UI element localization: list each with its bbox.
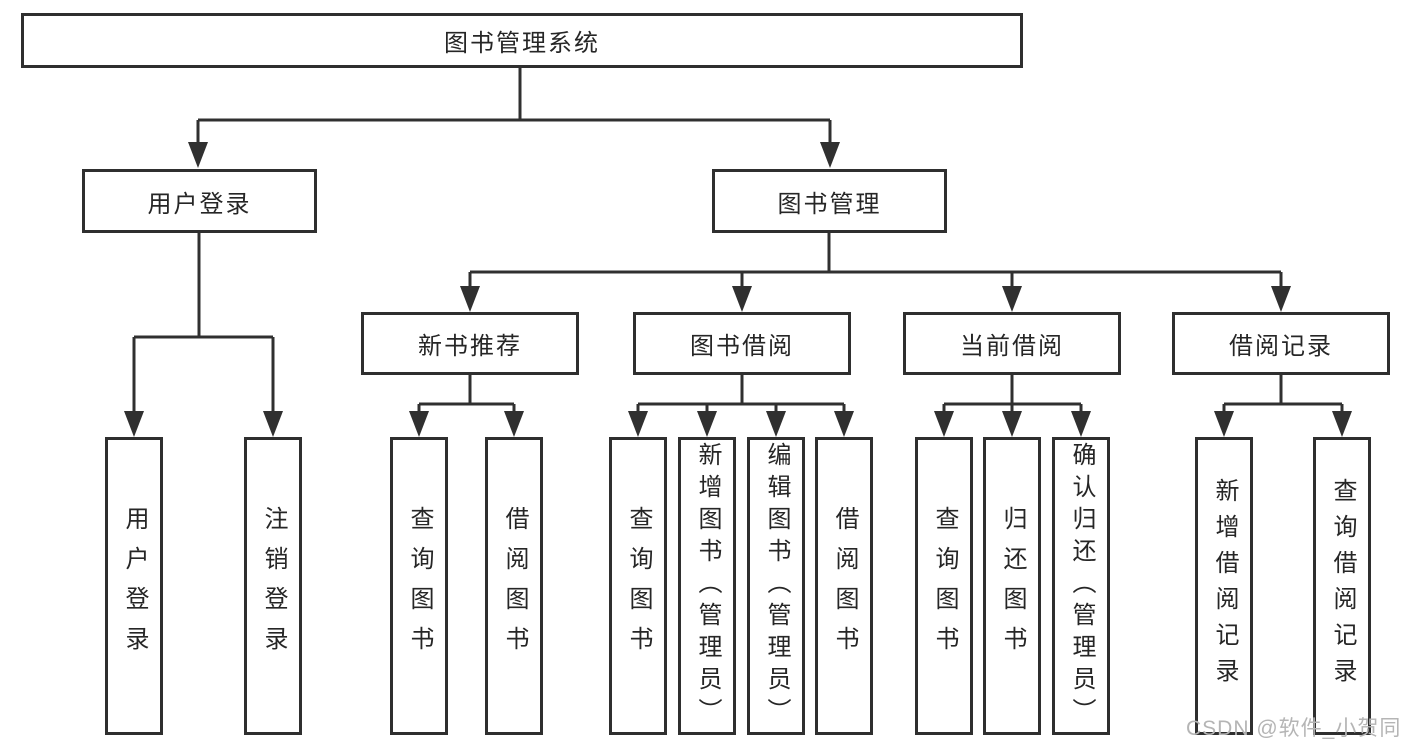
connector-root-to-level2 [196, 68, 832, 144]
leaf-bb-borrow-books-label: 借阅图书 [831, 506, 858, 666]
arrow-down-bb-borrow [834, 411, 854, 437]
connector-current-borrow-children [942, 375, 1083, 413]
arrow-down-bb-edit [766, 411, 786, 437]
arrow-down-cb-return [1002, 411, 1022, 437]
arrow-down-nbr-query [409, 411, 429, 437]
leaf-bb-borrow-books: 借阅图书 [815, 437, 873, 735]
leaf-logout-login-label: 注销登录 [260, 506, 287, 666]
arrow-down-leaf-user-login [124, 411, 144, 437]
leaf-nbr-borrow-books-label: 借阅图书 [501, 506, 528, 666]
arrow-down-bb-query [628, 411, 648, 437]
leaf-bb-query-books: 查询图书 [609, 437, 667, 735]
node-book-borrow: 图书借阅 [633, 312, 851, 375]
arrow-down-leaf-logout [263, 411, 283, 437]
arrow-down-current-borrow [1002, 286, 1022, 312]
leaf-user-login-label: 用户登录 [121, 506, 148, 666]
arrow-down-book-management [820, 142, 840, 168]
arrow-down-bb-add [697, 411, 717, 437]
leaf-bb-edit-books-admin-label: 编辑图书（管理员） [763, 442, 790, 730]
leaf-br-add-record-label: 新增借阅记录 [1211, 478, 1238, 694]
leaf-cb-return-books: 归还图书 [983, 437, 1041, 735]
leaf-cb-confirm-return-admin-label: 确认归还（管理员） [1068, 442, 1095, 730]
leaf-cb-query-books-label: 查询图书 [931, 506, 958, 666]
connector-book-borrow-children [636, 375, 846, 413]
leaf-br-query-record-label: 查询借阅记录 [1329, 478, 1356, 694]
leaf-nbr-query-books: 查询图书 [390, 437, 448, 735]
node-library-management-system: 图书管理系统 [21, 13, 1023, 68]
leaf-cb-confirm-return-admin: 确认归还（管理员） [1052, 437, 1110, 735]
arrow-down-borrow-records [1271, 286, 1291, 312]
connector-new-book-recommend-children [417, 375, 516, 413]
leaf-bb-edit-books-admin: 编辑图书（管理员） [747, 437, 805, 735]
connector-borrow-records-children [1222, 375, 1344, 413]
connector-book-management-children [468, 233, 1283, 288]
arrow-down-book-borrow [732, 286, 752, 312]
leaf-bb-query-books-label: 查询图书 [625, 506, 652, 666]
csdn-watermark: CSDN @软件_小贺同学 [1186, 717, 1402, 740]
leaf-cb-return-books-label: 归还图书 [999, 506, 1026, 666]
leaf-nbr-query-books-label: 查询图书 [406, 506, 433, 666]
leaf-nbr-borrow-books: 借阅图书 [485, 437, 543, 735]
node-current-borrow: 当前借阅 [903, 312, 1121, 375]
leaf-bb-add-books-admin: 新增图书（管理员） [678, 437, 736, 735]
leaf-logout-login: 注销登录 [244, 437, 302, 735]
arrow-down-cb-confirm [1071, 411, 1091, 437]
arrow-down-br-add [1214, 411, 1234, 437]
leaf-br-add-record: 新增借阅记录 [1195, 437, 1253, 735]
leaf-user-login: 用户登录 [105, 437, 163, 735]
arrow-down-user-login [188, 142, 208, 168]
arrow-down-br-query [1332, 411, 1352, 437]
node-user-login: 用户登录 [82, 169, 317, 233]
leaf-cb-query-books: 查询图书 [915, 437, 973, 735]
node-book-management: 图书管理 [712, 169, 947, 233]
connector-user-login-children [132, 233, 275, 413]
node-new-book-recommend: 新书推荐 [361, 312, 579, 375]
arrow-down-nbr-borrow [504, 411, 524, 437]
arrow-down-new-book-recommend [460, 286, 480, 312]
arrow-down-cb-query [934, 411, 954, 437]
leaf-bb-add-books-admin-label: 新增图书（管理员） [694, 442, 721, 730]
leaf-br-query-record: 查询借阅记录 [1313, 437, 1371, 735]
node-borrow-records: 借阅记录 [1172, 312, 1390, 375]
